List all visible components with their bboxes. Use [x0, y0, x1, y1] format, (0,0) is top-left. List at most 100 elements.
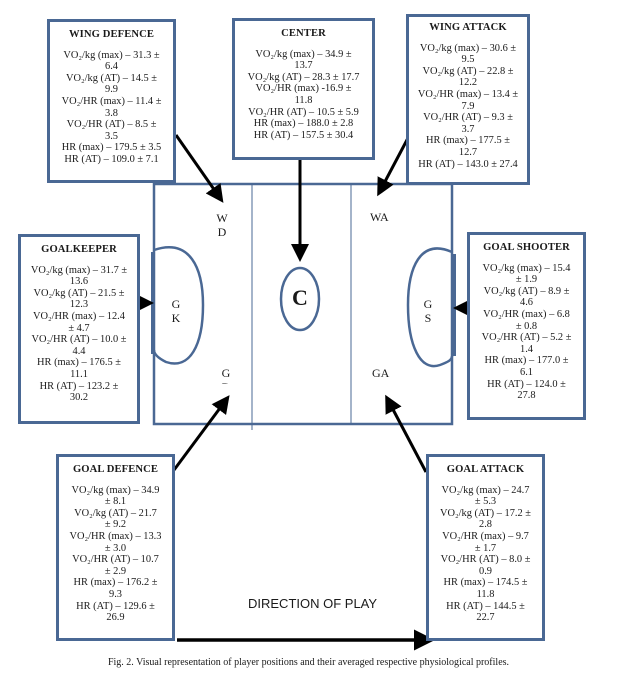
stat-line: VO₂/kg (AT) – 28.3 ± 17.7 — [247, 71, 360, 83]
stat-line: 6.1 — [520, 366, 533, 378]
centre-circle — [279, 266, 321, 332]
label-gs: G S — [422, 297, 434, 325]
stat-line: VO₂/HR (AT) – 8.5 ± — [66, 119, 157, 131]
stat-line: 11.8 — [476, 588, 495, 600]
center-title: CENTER — [281, 28, 326, 39]
stat-line: VO₂/HR (max) – 6.8 — [483, 308, 570, 320]
stat-line: 22.7 — [476, 612, 495, 624]
label-gd-line1: G — [221, 366, 231, 380]
stat-line: VO₂/HR (max) – 13.3 — [69, 530, 162, 542]
stat-line: 12.2 — [458, 77, 478, 89]
stat-line: VO₂/kg (AT) – 21.7 — [74, 507, 157, 519]
stat-line: VO₂/HR (max) – 12.4 — [33, 310, 125, 322]
stat-line: 7.9 — [461, 100, 475, 112]
stat-line: 4.6 — [520, 297, 533, 309]
stat-line: HR (max) – 188.0 ± 2.8 — [253, 118, 354, 130]
stat-line: VO₂/kg (AT) – 21.5 ± — [33, 287, 125, 299]
stat-line: 13.7 — [294, 60, 313, 72]
label-wd-line1: W — [216, 211, 228, 225]
stat-line: 26.9 — [106, 612, 125, 624]
stat-line: 12.3 — [69, 299, 89, 311]
stat-line: 11.8 — [294, 94, 313, 106]
stat-line: ± 1.9 — [515, 274, 538, 286]
stat-line: ± 5.3 — [474, 496, 497, 508]
stat-line: 9.3 — [109, 588, 122, 600]
label-gs-line2: S — [424, 311, 432, 325]
stat-line: VO₂/HR (AT) – 5.2 ± — [481, 332, 572, 344]
stat-line: ± 3.0 — [104, 542, 127, 554]
stat-line: ± 4.7 — [68, 322, 90, 334]
stat-line: 0.9 — [479, 565, 492, 577]
stat-line: VO₂/kg (AT) – 22.8 ± — [422, 65, 514, 77]
stat-line: VO₂/kg (AT) – 8.9 ± — [483, 285, 570, 297]
arrow-goal-attack — [385, 394, 428, 473]
label-gk-line2: K — [171, 311, 181, 325]
wing-defence-title: WING DEFENCE — [68, 29, 155, 40]
stat-line: 9.5 — [461, 54, 475, 66]
stat-line: ± 0.8 — [515, 320, 538, 332]
stat-line: VO₂/HR (max) -16.9 ± — [255, 83, 352, 95]
stat-line: HR (max) – 179.5 ± 3.5 — [61, 142, 162, 154]
goal-circle-left — [152, 246, 205, 365]
stat-line: VO₂/HR (max) – 11.4 ± — [61, 95, 162, 107]
goal-circle-right — [406, 247, 454, 368]
stat-line: 3.8 — [105, 107, 118, 119]
stat-line: VO₂/kg (AT) – 17.2 ± — [440, 507, 531, 519]
stat-line: VO₂/HR (AT) – 10.7 — [72, 554, 159, 566]
label-c: C — [292, 285, 308, 310]
stat-line: 3.7 — [461, 123, 475, 135]
stat-line: VO₂/kg (max) – 15.4 — [482, 262, 571, 274]
stat-line: HR (max) – 176.2 ± — [73, 577, 158, 589]
stat-line: ± 8.1 — [104, 496, 127, 508]
stat-line: VO₂/kg (max) – 30.6 ± — [419, 42, 517, 54]
stat-line: VO₂/HR (AT) – 10.5 ± 5.9 — [248, 106, 359, 118]
goal-shooter-title: GOAL SHOOTER — [483, 242, 570, 253]
stat-line: HR (AT) – 144.5 ± — [446, 600, 525, 612]
stat-line: VO₂/kg (max) – 34.9 — [71, 484, 160, 496]
figure-caption: Fig. 2. Visual representation of player … — [107, 657, 510, 668]
stat-line: 1.4 — [520, 343, 533, 355]
stat-line: ± 2.9 — [104, 565, 127, 577]
arrow-wing-attack — [377, 137, 410, 197]
stat-line: VO₂/kg (max) – 31.3 ± — [63, 49, 160, 61]
stat-line: HR (max) – 174.5 ± — [443, 577, 528, 589]
stat-line: VO₂/HR (AT) – 8.0 ± — [440, 554, 531, 566]
stat-line: HR (AT) – 109.0 ± 7.1 — [64, 153, 159, 165]
stat-line: VO₂/kg (AT) – 14.5 ± — [66, 72, 157, 84]
wing-attack-title: WING ATTACK — [429, 22, 507, 33]
stat-line: VO₂/HR (max) – 13.4 ± — [417, 88, 519, 100]
stat-line: 11.1 — [70, 368, 88, 380]
stat-line: ± 9.2 — [104, 519, 127, 531]
label-ga: GA — [372, 366, 390, 380]
stat-line: HR (AT) – 157.5 ± 30.4 — [253, 129, 354, 141]
label-gd-line2: D — [220, 380, 232, 384]
goal-attack-title: GOAL ATTACK — [446, 464, 525, 475]
stat-line: 2.8 — [479, 519, 492, 531]
stat-line: HR (max) – 177.5 ± — [426, 135, 510, 147]
stat-line: HR (AT) – 129.6 ± — [76, 600, 155, 612]
stat-line: HR (max) – 177.0 ± — [484, 355, 569, 367]
label-gk-line1: G — [171, 297, 181, 311]
stat-line: 13.6 — [69, 276, 89, 288]
stat-line: HR (AT) – 123.2 ± — [39, 380, 119, 392]
arrow-goal-defence — [172, 395, 230, 471]
stat-line: HR (AT) – 143.0 ± 27.4 — [418, 158, 518, 170]
stat-line: 9.9 — [105, 84, 118, 96]
goalkeeper-title: GOALKEEPER — [41, 244, 117, 255]
stat-line: 4.4 — [72, 345, 86, 357]
stat-line: HR (max) – 176.5 ± — [37, 357, 121, 369]
stat-line: HR (AT) – 124.0 ± — [487, 378, 566, 390]
stat-line: VO₂/HR (AT) – 10.0 ± — [31, 334, 127, 346]
